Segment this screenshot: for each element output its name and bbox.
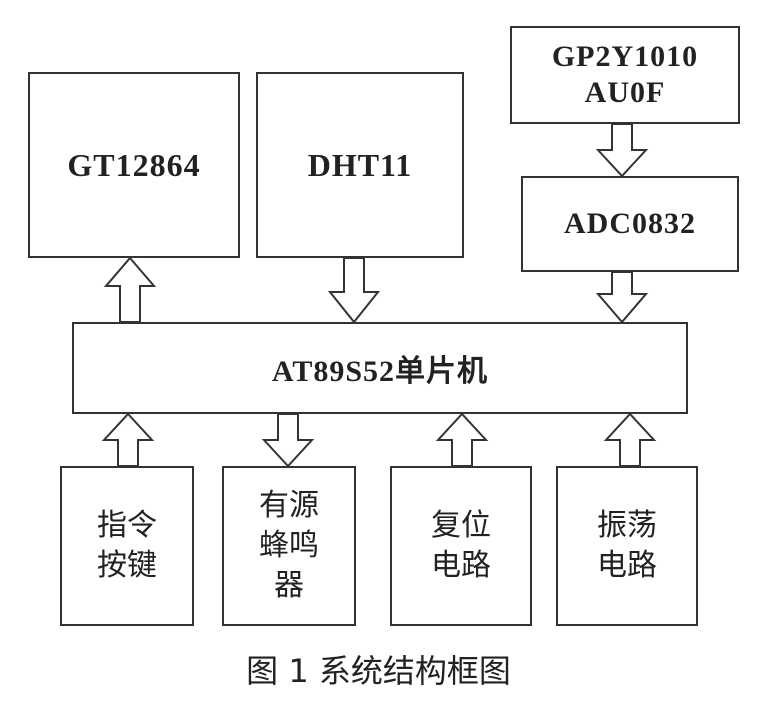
reset-circuit-label-line2: 电路	[431, 548, 491, 583]
arrow-gp2y1010-to-adc0832	[595, 123, 649, 178]
gp2y1010-block: GP2Y1010 AU0F	[510, 26, 740, 124]
command-keys-block: 指令 按键	[60, 466, 194, 626]
command-keys-label-line1: 指令	[97, 508, 157, 543]
oscillator-circuit-label-line1: 振荡	[597, 508, 657, 543]
arrow-oscillator-to-mcu	[603, 412, 657, 467]
arrow-mcu-to-buzzer	[261, 413, 315, 468]
command-keys-label-line2: 按键	[97, 548, 157, 583]
reset-circuit-block: 复位 电路	[390, 466, 532, 626]
arrow-adc0832-to-mcu	[595, 271, 649, 324]
arrow-reset-to-mcu	[435, 412, 489, 467]
buzzer-block: 有源 蜂鸣 器	[222, 466, 356, 626]
dht11-label: DHT11	[307, 146, 413, 183]
gp2y1010-label-line1: GP2Y1010	[551, 40, 699, 73]
reset-circuit-label-line1: 复位	[431, 508, 491, 543]
mcu-block: AT89S52单片机	[72, 322, 688, 414]
buzzer-label-line3: 器	[274, 568, 304, 603]
arrow-dht11-to-mcu	[327, 257, 381, 324]
arrow-mcu-to-gt12864	[103, 256, 157, 323]
oscillator-circuit-label-line2: 电路	[597, 548, 657, 583]
adc0832-label: ADC0832	[564, 207, 696, 240]
arrow-keys-to-mcu	[101, 412, 155, 467]
gt12864-block: GT12864	[28, 72, 240, 258]
mcu-label: AT89S52单片机	[271, 355, 489, 388]
buzzer-label-line2: 蜂鸣	[259, 528, 319, 563]
gt12864-label: GT12864	[67, 146, 201, 183]
buzzer-label-line1: 有源	[259, 488, 319, 523]
gp2y1010-label-line2: AU0F	[584, 76, 666, 109]
figure-caption: 图 1 系统结构框图	[246, 652, 511, 690]
